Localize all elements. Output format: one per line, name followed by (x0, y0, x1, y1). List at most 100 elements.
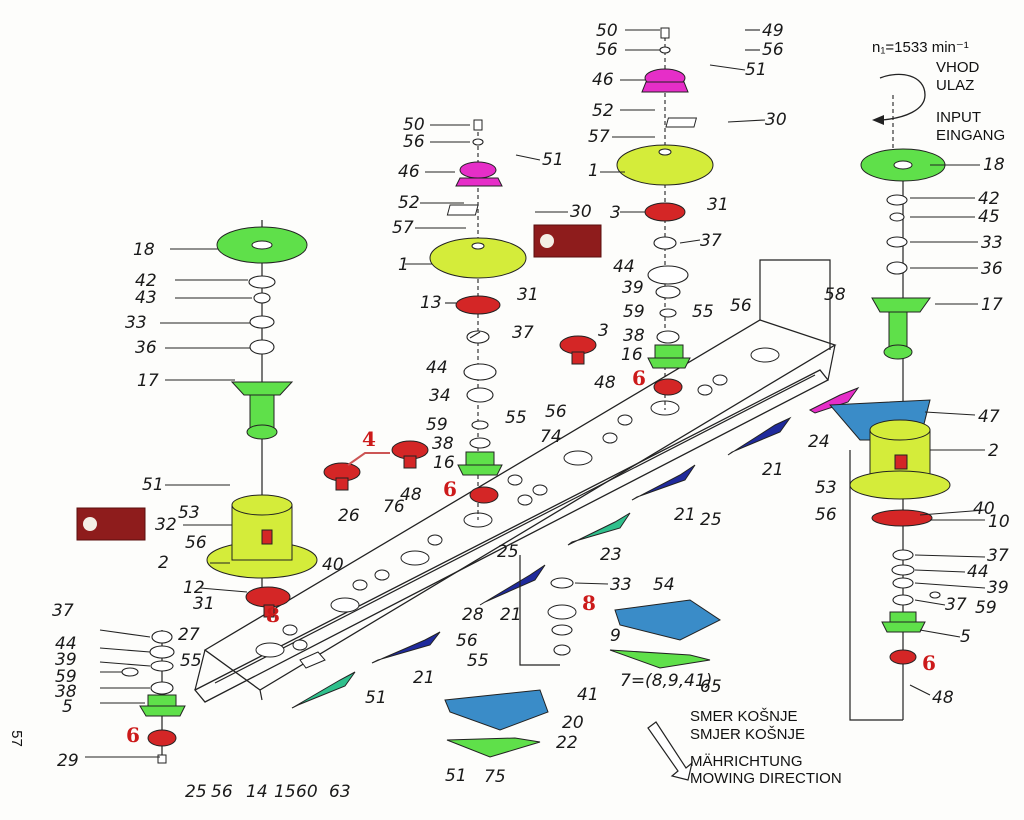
direction-label-smer: SMER KOŠNJE (690, 708, 798, 725)
label-17: 17 (137, 371, 159, 391)
disc-10 (871, 509, 933, 527)
callout-6: 6 (126, 723, 140, 747)
gear-60 (299, 651, 326, 669)
part-labels: 50 56 46 52 57 1 51 30 31 13 37 44 34 59… (52, 21, 1010, 802)
label-37: 37 (987, 546, 1009, 566)
guard-21 (371, 631, 441, 664)
mowing-direction-info: SMER KOŠNJE SMJER KOŠNJE MÄHRICHTUNG MOW… (690, 708, 842, 787)
left-drive-column (206, 220, 318, 618)
label-36: 36 (135, 338, 157, 358)
direction-label-mowing: MOWING DIRECTION (690, 770, 842, 787)
left-lower-stack (121, 630, 186, 764)
label-63: 63 (329, 782, 351, 802)
label-40: 40 (322, 555, 344, 575)
label-65: 65 (700, 677, 722, 697)
guard-23 (567, 512, 631, 546)
label-51: 51 (365, 688, 387, 708)
disc-assembly-left (429, 119, 527, 520)
label-33: 33 (125, 313, 147, 333)
gear-8 (547, 604, 577, 620)
label-3: 3 (610, 203, 621, 223)
housing-17 (230, 381, 294, 396)
skid-65 (609, 649, 711, 669)
label-47: 47 (978, 407, 1000, 427)
gear-13 (455, 295, 501, 315)
callout-8: 8 (266, 603, 280, 627)
label-21: 21 (413, 668, 435, 688)
guard-21 (631, 464, 696, 501)
input-info: n₁=1533 min⁻¹ VHOD ULAZ INPUT EINGANG (872, 39, 1005, 144)
label-54: 54 (653, 575, 675, 595)
label-2: 2 (158, 553, 169, 573)
gear-3 (644, 202, 686, 222)
label-39: 39 (622, 278, 644, 298)
label-44: 44 (613, 257, 635, 277)
label-3: 3 (598, 321, 609, 341)
label-56: 56 (596, 40, 618, 60)
label-16: 16 (433, 453, 455, 473)
label-48: 48 (594, 373, 616, 393)
label-16: 16 (621, 345, 643, 365)
label-52: 52 (592, 101, 614, 121)
label-7: 7=(8,9,41) (620, 671, 712, 691)
label-44: 44 (55, 634, 77, 654)
label-55: 55 (467, 651, 489, 671)
label-50: 50 (403, 115, 425, 135)
label-56: 56 (211, 782, 233, 802)
label-51: 51 (745, 60, 767, 80)
direction-label-smjer: SMJER KOŠNJE (690, 726, 805, 743)
label-15: 15 (274, 782, 296, 802)
label-42: 42 (978, 189, 1000, 209)
label-38: 38 (432, 434, 454, 454)
gear-6 (469, 486, 499, 504)
label-10: 10 (988, 512, 1010, 532)
label-25: 25 (497, 542, 519, 562)
cutter-bar (193, 259, 837, 703)
bar-edge (194, 649, 206, 691)
label-57: 57 (588, 127, 610, 147)
label-44: 44 (426, 358, 448, 378)
input-label-eingang: EINGANG (936, 127, 1005, 144)
label-31: 31 (517, 285, 539, 305)
label-60: 60 (296, 782, 318, 802)
disc-1 (429, 237, 527, 279)
disc-assembly-right (559, 27, 714, 410)
label-53: 53 (178, 503, 200, 523)
label-46: 46 (398, 162, 420, 182)
label-46: 46 (592, 70, 614, 90)
label-9: 9 (610, 626, 621, 646)
label-18: 18 (983, 155, 1005, 175)
label-43: 43 (135, 288, 157, 308)
label-50: 50 (596, 21, 618, 41)
label-21: 21 (674, 505, 696, 525)
skid-54 (614, 599, 721, 641)
gear-3 (559, 335, 597, 355)
mowing-direction-arrow-icon (647, 721, 693, 781)
label-14: 14 (246, 782, 268, 802)
page-number: 57 (7, 730, 25, 747)
plate-holes (255, 347, 780, 658)
label-59: 59 (975, 598, 997, 618)
label-28: 28 (462, 605, 484, 625)
label-42: 42 (135, 271, 157, 291)
label-75: 75 (484, 767, 506, 787)
label-56: 56 (403, 132, 425, 152)
label-1: 1 (588, 161, 599, 181)
label-51: 51 (542, 150, 564, 170)
guard-24 (808, 386, 860, 414)
right-drive-column (828, 148, 951, 721)
label-74: 74 (540, 427, 562, 447)
label-45: 45 (978, 207, 1000, 227)
circlip-42 (248, 275, 276, 289)
label-17: 17 (981, 295, 1003, 315)
label-26: 26 (338, 506, 360, 526)
input-label-vhod: VHOD (936, 59, 980, 76)
label-22: 22 (556, 733, 578, 753)
bar-end-bracket (759, 259, 831, 350)
label-21: 21 (762, 460, 784, 480)
label-44: 44 (967, 562, 989, 582)
cap-46 (455, 177, 503, 187)
label-55: 55 (180, 651, 202, 671)
rotation-arrow-icon (872, 73, 926, 150)
